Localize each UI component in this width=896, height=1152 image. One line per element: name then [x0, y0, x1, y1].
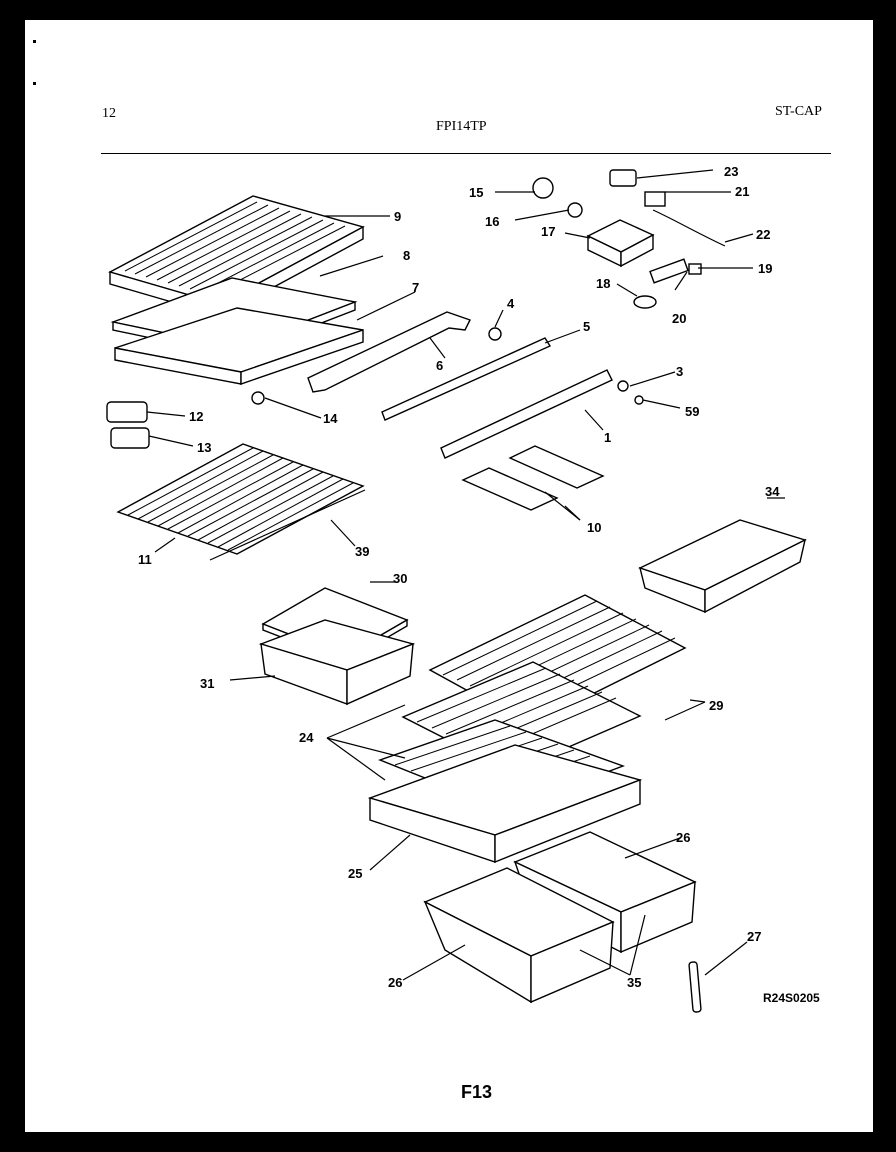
punch-mark	[33, 82, 36, 85]
part-15-bulb	[532, 177, 554, 199]
callout: 34	[765, 484, 780, 499]
callout: 17	[541, 224, 555, 239]
figure-label: F13	[461, 1082, 493, 1102]
callout: 21	[735, 184, 749, 199]
punch-mark	[33, 40, 36, 43]
callout-labels: 1 3 4 5 6 7 8 9 10 11 12 13 14 15 16 17 …	[138, 164, 780, 990]
callout: 39	[355, 544, 369, 559]
part-7-shelf-frame	[114, 307, 364, 385]
part-1-rail	[440, 369, 613, 459]
part-34-freezer-bin	[638, 519, 807, 614]
callout: 19	[758, 261, 772, 276]
callout: 59	[685, 404, 699, 419]
callout: 35	[627, 975, 641, 990]
part-23-thermostat	[609, 169, 637, 187]
part-6-bracket	[307, 311, 471, 393]
part-3-washer	[617, 380, 629, 392]
part-13-clip	[110, 427, 150, 449]
callout: 3	[676, 364, 683, 379]
part-27-trim	[688, 961, 702, 1013]
callout: 7	[412, 280, 419, 295]
callout: 14	[323, 411, 338, 426]
drawing-reference: R24S0205	[763, 991, 820, 1005]
part-12-clip	[106, 401, 148, 423]
part-18-knob	[633, 295, 657, 309]
part-59-screw	[634, 395, 644, 405]
callout: 12	[189, 409, 203, 424]
callout: 22	[756, 227, 770, 242]
callout: 26	[388, 975, 402, 990]
part-16-socket	[567, 202, 583, 218]
part-21-switch	[644, 191, 666, 207]
exploded-view-drawing: 1 3 4 5 6 7 8 9 10 11 12 13 14 15 16 17 …	[106, 164, 807, 1013]
model-number: FPI14TP	[436, 119, 487, 134]
callout: 31	[200, 676, 214, 691]
part-11-wire-shelf	[116, 443, 366, 561]
callout: 15	[469, 185, 483, 200]
section-code: ST-CAP	[775, 104, 822, 119]
part-25-crisper-cover	[367, 744, 643, 864]
part-4-nut	[488, 327, 502, 341]
part-26-crisper-drawer-left	[423, 867, 615, 1004]
leader-lines	[146, 169, 785, 981]
callout: 30	[393, 571, 407, 586]
part-20-bracket	[649, 258, 689, 284]
parts-diagram-sheet: 12 FPI14TP ST-CAP	[25, 20, 873, 1132]
part-17-control-housing	[586, 219, 655, 268]
part-14-knob	[251, 391, 265, 405]
callout: 13	[197, 440, 211, 455]
callout: 9	[394, 209, 401, 224]
part-31-meat-pan	[258, 619, 416, 706]
callout: 25	[348, 866, 362, 881]
callout: 26	[676, 830, 690, 845]
part-10-ice-trays	[461, 445, 605, 511]
page-number: 12	[102, 106, 116, 121]
callout: 27	[747, 929, 761, 944]
callout: 23	[724, 164, 738, 179]
callout: 1	[604, 430, 611, 445]
callout: 20	[672, 311, 686, 326]
callout: 4	[507, 296, 515, 311]
header-rule	[101, 153, 831, 154]
part-5-rail	[381, 337, 552, 421]
callout: 6	[436, 358, 443, 373]
callout: 11	[138, 552, 152, 567]
callout: 18	[596, 276, 610, 291]
part-19-switch	[688, 263, 702, 275]
callout: 10	[587, 520, 601, 535]
callout: 29	[709, 698, 723, 713]
part-22-wire	[652, 209, 726, 247]
callout: 5	[583, 319, 590, 334]
callout: 24	[299, 730, 314, 745]
callout: 16	[485, 214, 499, 229]
callout: 8	[403, 248, 410, 263]
